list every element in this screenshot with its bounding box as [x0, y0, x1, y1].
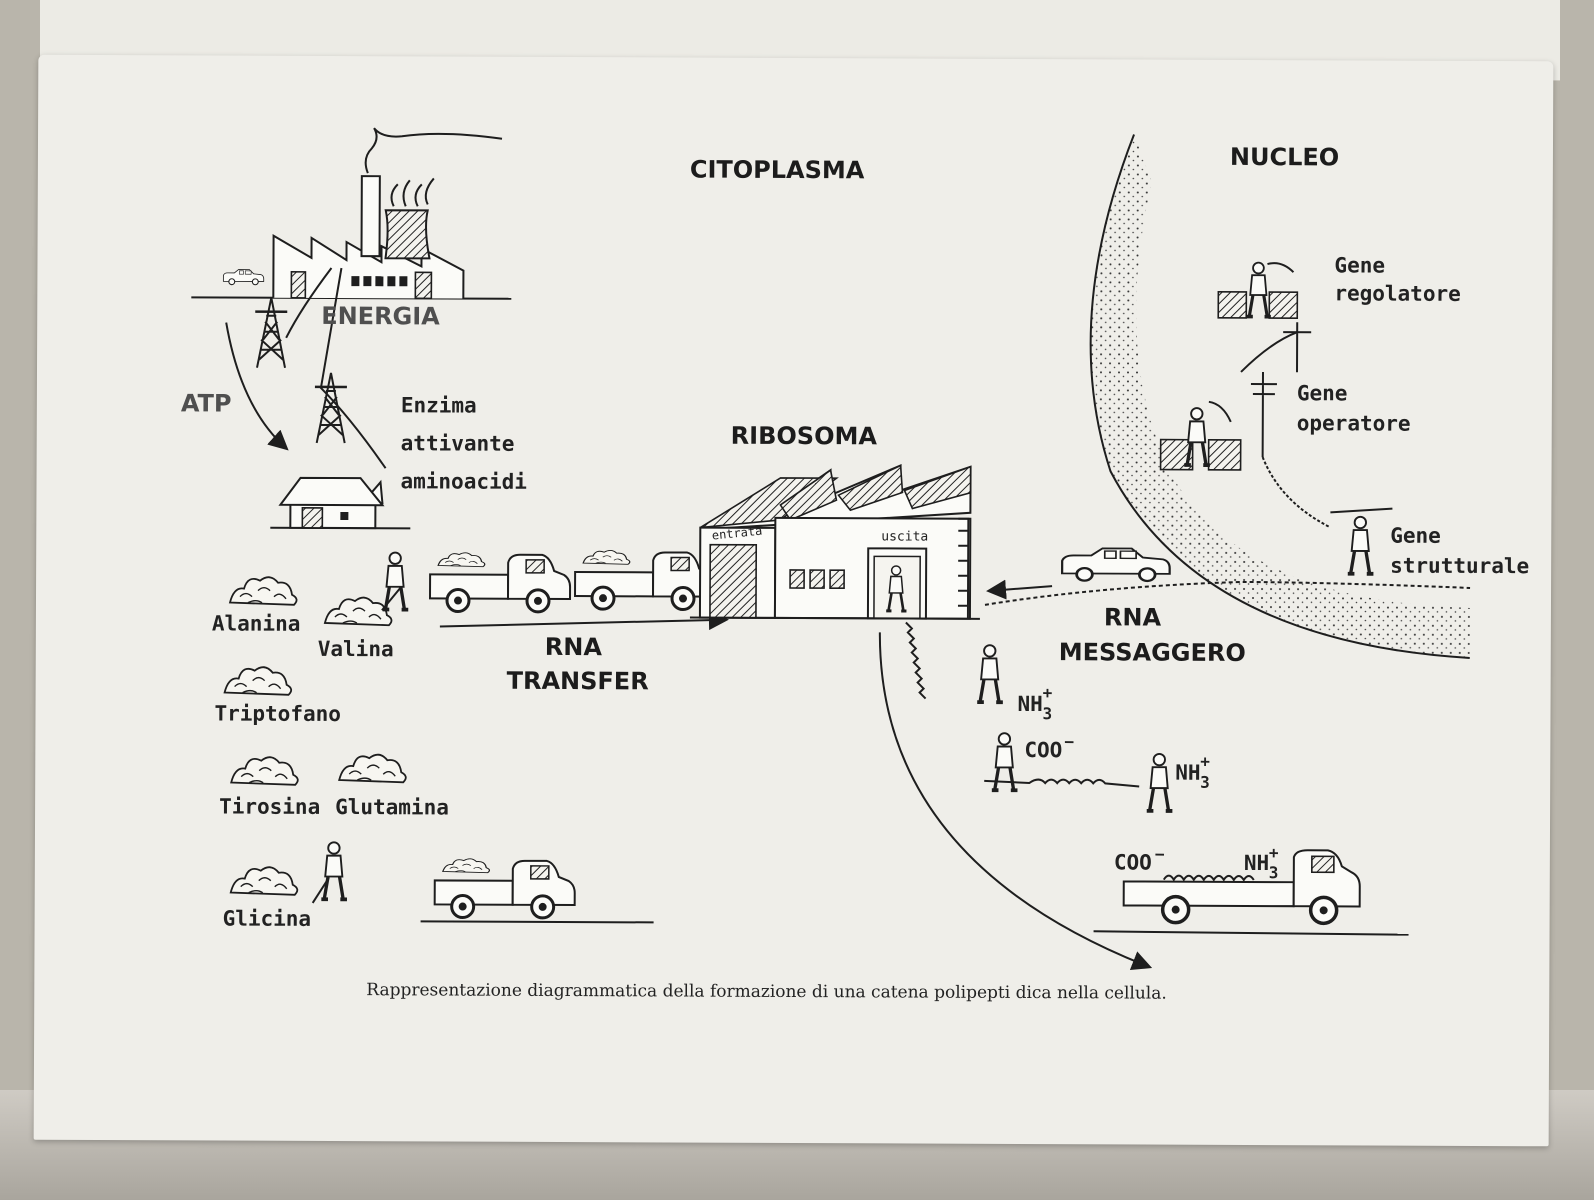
- figure-caption: Rappresentazione diagrammatica della for…: [366, 980, 1167, 1003]
- svg-text:NH: NH: [1244, 851, 1269, 875]
- energy-factory: [191, 127, 512, 469]
- gene-regolatore-line2: regolatore: [1334, 281, 1461, 306]
- svg-text:COO: COO: [1114, 850, 1152, 874]
- alanina-label: Alanina: [212, 611, 301, 635]
- nh3-label-1: NH 3 +: [1017, 683, 1052, 723]
- enzyme-line3: aminoacidi: [400, 469, 527, 494]
- book-page: NUCLEO Gene regolatore Gene operatore Ge…: [33, 54, 1554, 1147]
- rna-transfer-line2: TRANSFER: [507, 667, 649, 696]
- coo-label-1: COO −: [1024, 732, 1074, 762]
- svg-text:−: −: [1155, 845, 1165, 864]
- enzyme-line2: attivante: [401, 431, 515, 455]
- rna-messaggero-line1: RNA: [1104, 603, 1162, 631]
- gene-regolatore-line1: Gene: [1334, 253, 1385, 277]
- polypeptide-chain: [878, 621, 1409, 970]
- triptofano-label: Triptofano: [214, 701, 341, 726]
- gene-operatore-line2: operatore: [1297, 411, 1411, 435]
- svg-text:NH: NH: [1017, 692, 1042, 716]
- rna-transfer-line1: RNA: [545, 633, 603, 661]
- gene-operatore-line1: Gene: [1297, 381, 1348, 405]
- svg-text:COO: COO: [1024, 738, 1062, 762]
- transfer-trucks: [420, 549, 729, 924]
- svg-text:+: +: [1043, 683, 1053, 702]
- valina-label: Valina: [318, 637, 394, 661]
- svg-text:+: +: [1269, 843, 1279, 862]
- glutamina-label: Glutamina: [335, 795, 449, 819]
- svg-text:NH: NH: [1175, 761, 1200, 785]
- ribosoma-title: RIBOSOMA: [731, 422, 878, 451]
- citoplasma-title: CITOPLASMA: [690, 156, 865, 185]
- glicina-label: Glicina: [223, 907, 312, 931]
- svg-text:−: −: [1064, 732, 1074, 751]
- uscita-label: uscita: [881, 529, 928, 544]
- enzyme-house: [270, 476, 411, 530]
- enzyme-line1: Enzima: [401, 393, 477, 417]
- gene-operatore-figure: [1159, 331, 1331, 529]
- svg-text:3: 3: [1269, 863, 1279, 882]
- gene-strutturale-line1: Gene: [1390, 524, 1441, 548]
- coo-label-2: COO −: [1114, 845, 1165, 875]
- tirosina-label: Tirosina: [219, 794, 320, 818]
- nh3-label-2: NH 3 +: [1175, 752, 1210, 792]
- protein-synthesis-diagram: NUCLEO Gene regolatore Gene operatore Ge…: [181, 127, 1529, 1004]
- amino-acid-piles: [223, 550, 411, 904]
- svg-text:+: +: [1200, 752, 1210, 771]
- atp-arrow: [225, 322, 289, 451]
- rna-messaggero-line2: MESSAGGERO: [1059, 638, 1246, 667]
- gene-regolatore-figure: [1217, 260, 1312, 373]
- svg-text:3: 3: [1042, 704, 1052, 723]
- gene-strutturale-figure: [1330, 507, 1393, 576]
- nucleo-title: NUCLEO: [1230, 143, 1339, 171]
- entrata-label: entrata: [711, 524, 763, 543]
- nucleus: [1089, 134, 1470, 659]
- messenger-car: [984, 546, 1471, 606]
- ribosome-factory: [689, 463, 980, 620]
- energia-label: ENERGIA: [321, 302, 440, 331]
- atp-label: ATP: [181, 389, 232, 417]
- svg-text:3: 3: [1200, 773, 1210, 792]
- gene-strutturale-line2: strutturale: [1390, 554, 1529, 579]
- nh3-label-3: NH 3 +: [1244, 843, 1279, 882]
